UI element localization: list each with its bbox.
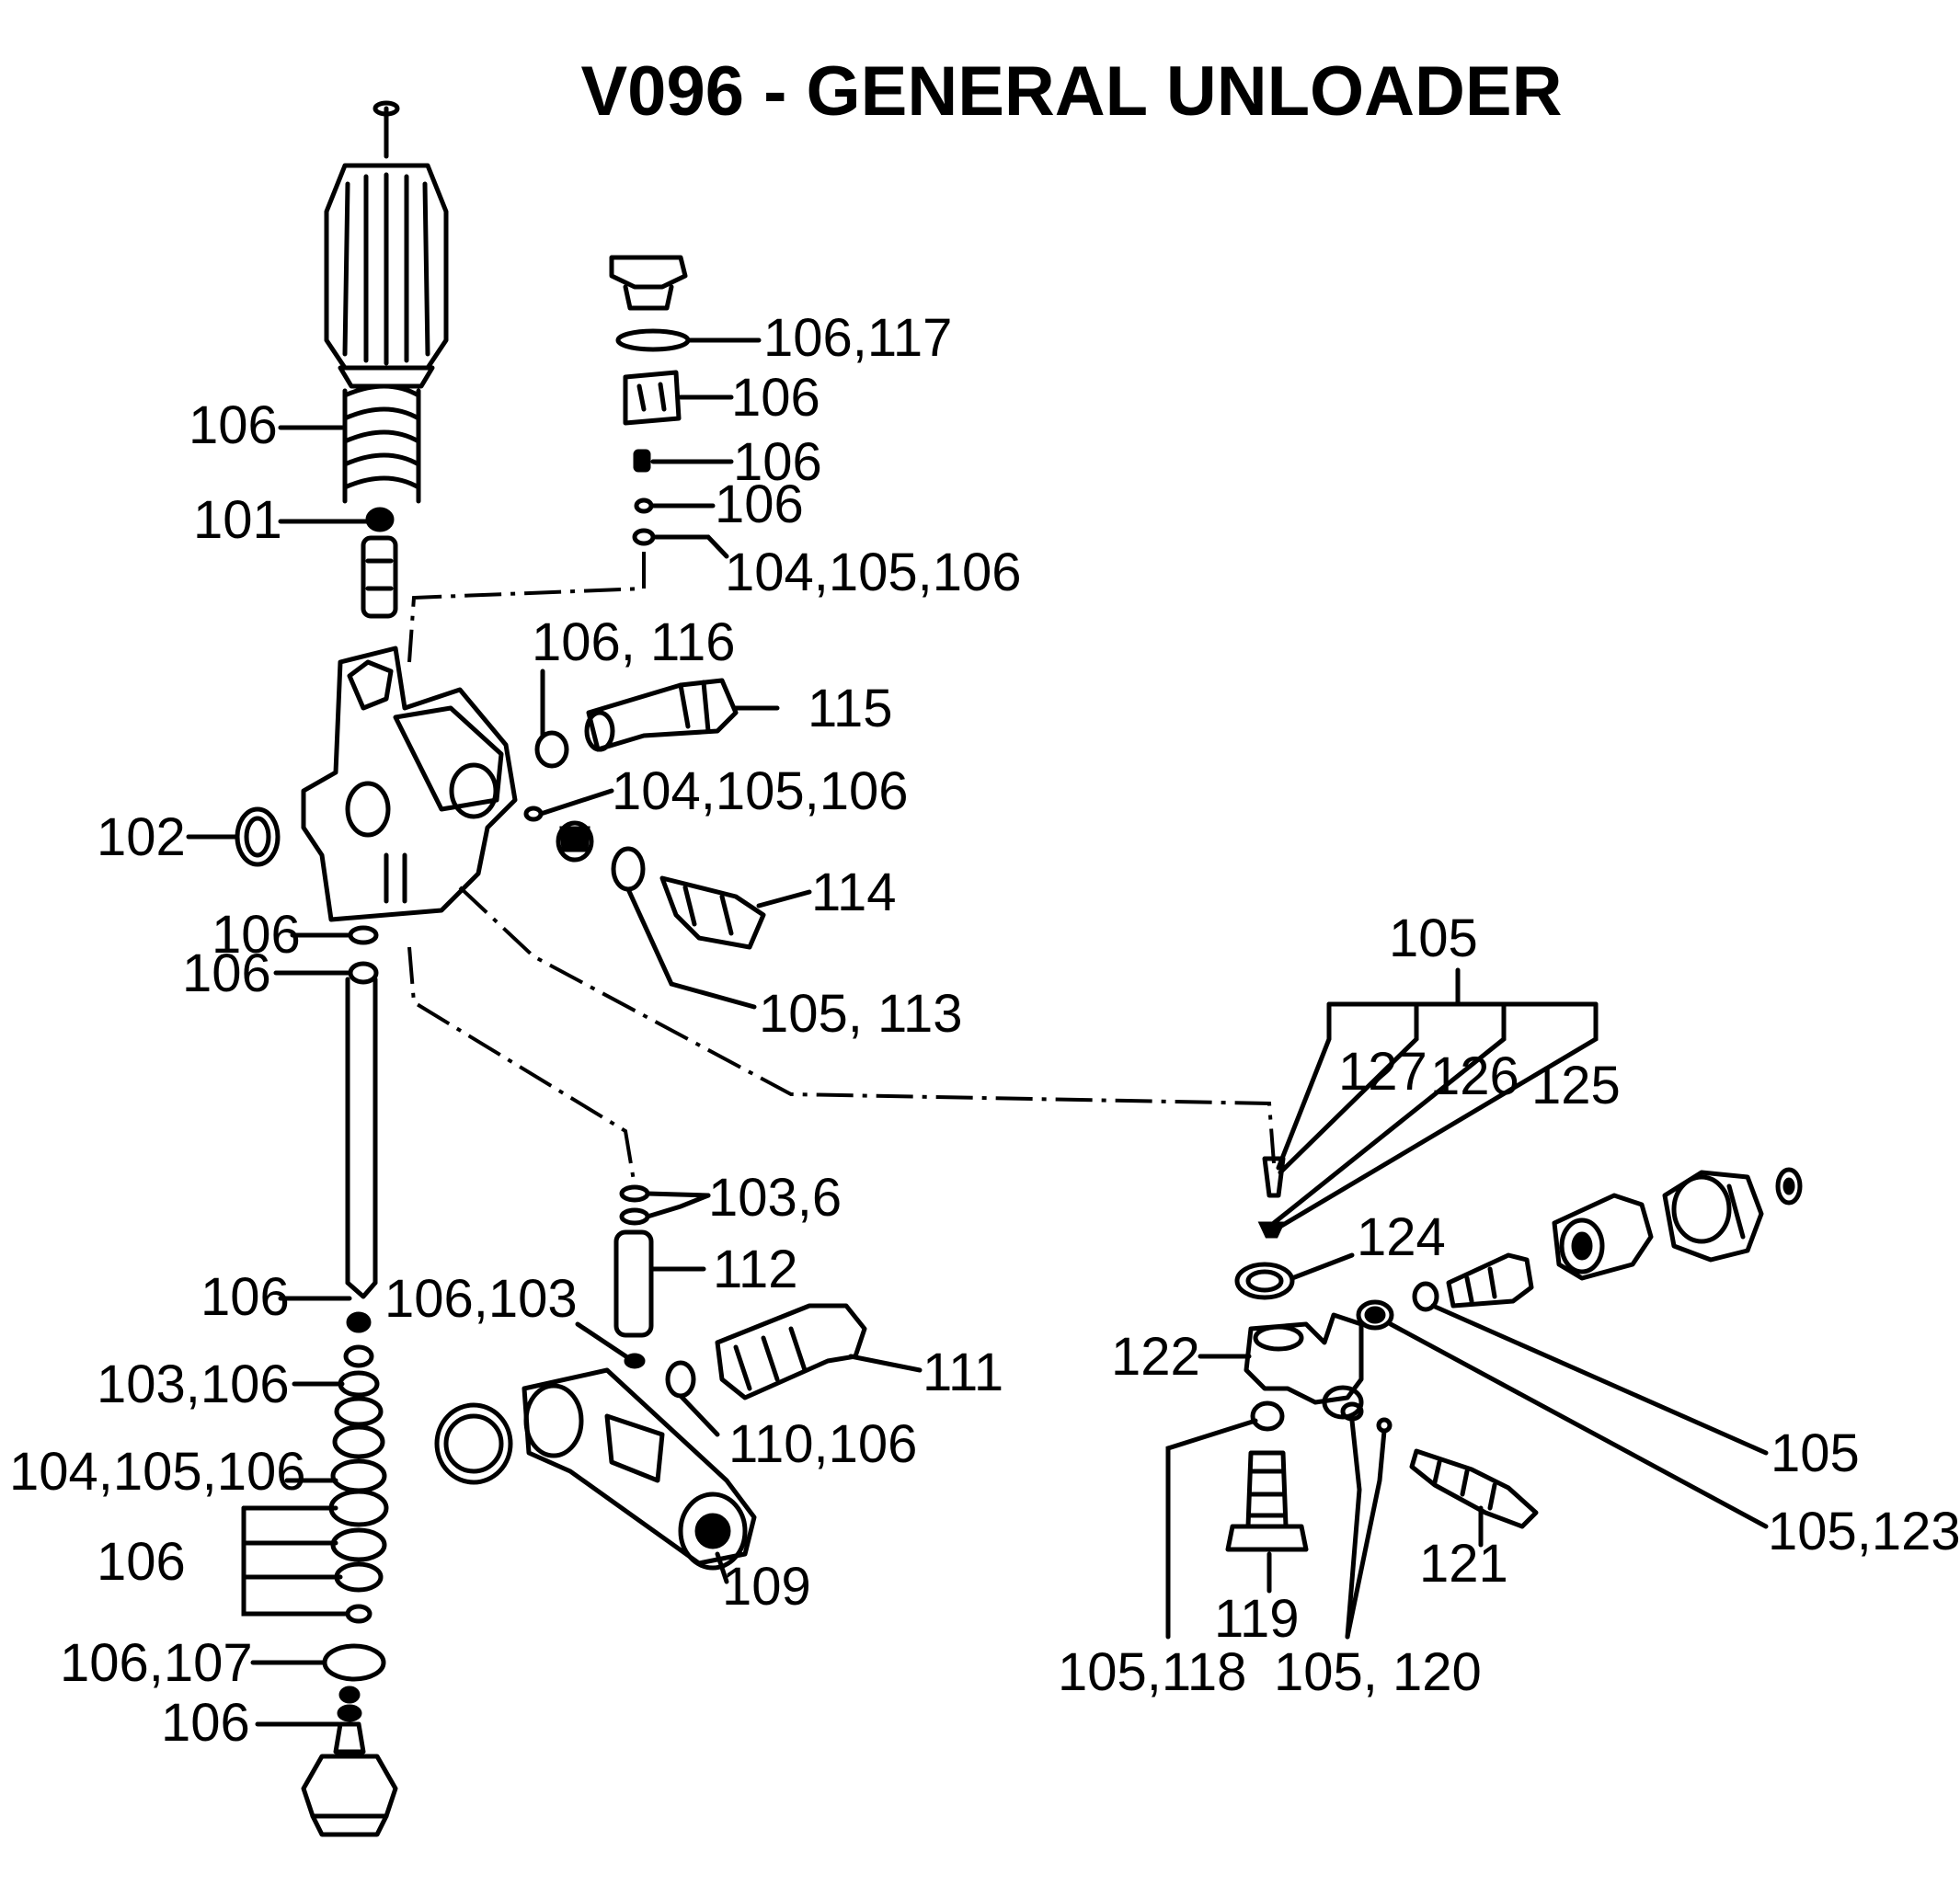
callout-106-f: 106 bbox=[182, 943, 271, 1003]
o-ring-102 bbox=[235, 806, 281, 867]
callout-103-6: 103,6 bbox=[708, 1168, 842, 1228]
callout-labels: 106,117 106 106 106 104,105,106 106 101 … bbox=[9, 308, 1960, 1753]
callout-111: 111 bbox=[923, 1343, 1003, 1402]
callout-126: 126 bbox=[1430, 1046, 1519, 1106]
callout-110-106: 110,106 bbox=[728, 1414, 917, 1474]
callout-106-h: 106 bbox=[97, 1532, 186, 1592]
callout-106-d: 106 bbox=[189, 395, 278, 455]
fitting-115 bbox=[534, 678, 739, 769]
callout-106-117: 106,117 bbox=[763, 308, 952, 368]
callout-105-top: 105 bbox=[1389, 909, 1478, 968]
callout-106-i: 106 bbox=[161, 1693, 250, 1753]
callout-106-e: 106 bbox=[212, 905, 301, 965]
cylinder-112 bbox=[613, 1184, 654, 1369]
callout-124: 124 bbox=[1357, 1207, 1446, 1267]
callout-104-105-106-a: 104,105,106 bbox=[725, 543, 1022, 602]
housing-109 bbox=[434, 1367, 757, 1571]
spring bbox=[342, 383, 421, 532]
long-rod bbox=[345, 925, 379, 1299]
right-small-parts bbox=[1234, 1156, 1295, 1300]
callout-106-b: 106 bbox=[733, 432, 822, 492]
callout-125: 125 bbox=[1531, 1056, 1621, 1115]
callout-101: 101 bbox=[193, 490, 282, 550]
callout-106-g: 106 bbox=[201, 1267, 290, 1327]
callout-106-107: 106,107 bbox=[60, 1633, 253, 1693]
diagram-title: V096 - GENERAL UNLOADER bbox=[580, 52, 1562, 131]
valve-body-122 bbox=[1244, 1312, 1364, 1432]
callout-112: 112 bbox=[713, 1240, 797, 1299]
right-upper-parts bbox=[1356, 1167, 1803, 1331]
callout-105-120: 105, 120 bbox=[1274, 1642, 1482, 1702]
callout-105-right: 105 bbox=[1771, 1423, 1860, 1483]
callout-114: 114 bbox=[811, 863, 896, 922]
callout-106-116: 106, 116 bbox=[532, 612, 735, 672]
callout-105-113: 105, 113 bbox=[759, 984, 962, 1044]
plug-114 bbox=[523, 806, 766, 950]
callout-102: 102 bbox=[97, 807, 186, 867]
callout-122: 122 bbox=[1111, 1327, 1200, 1387]
callout-106-a: 106 bbox=[731, 368, 820, 428]
top-cap bbox=[609, 255, 691, 546]
callout-115: 115 bbox=[808, 679, 892, 738]
adjusting-knob bbox=[324, 100, 449, 389]
callout-105-123: 105,123 bbox=[1768, 1502, 1960, 1561]
fitting-121 bbox=[1376, 1417, 1539, 1529]
callout-103-106: 103,106 bbox=[97, 1354, 290, 1414]
callout-121: 121 bbox=[1419, 1534, 1508, 1594]
leader-lines bbox=[186, 337, 1769, 1727]
callout-105-118: 105,118 bbox=[1058, 1642, 1246, 1702]
assembly-lines bbox=[407, 552, 1276, 1187]
fitting-111 bbox=[665, 1303, 867, 1400]
piston bbox=[361, 535, 398, 619]
callout-106-103: 106,103 bbox=[384, 1269, 578, 1329]
fitting-119 bbox=[1225, 1450, 1309, 1552]
callout-106-c: 106 bbox=[715, 474, 804, 534]
callout-104-105-106-b: 104,105,106 bbox=[612, 761, 909, 821]
lower-stack bbox=[301, 1311, 398, 1837]
callout-119: 119 bbox=[1214, 1589, 1299, 1649]
callout-104-105-106-c: 104,105,106 bbox=[9, 1442, 306, 1502]
unloader-body bbox=[301, 646, 518, 922]
callout-109: 109 bbox=[722, 1557, 811, 1617]
callout-127: 127 bbox=[1338, 1042, 1427, 1102]
